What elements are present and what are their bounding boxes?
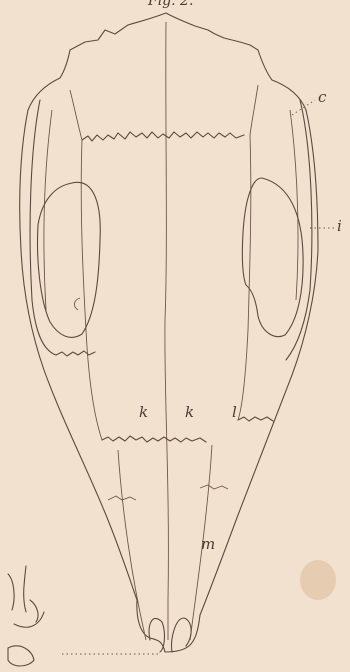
zygomatic-arch-left [30, 100, 56, 355]
zygomatic-inner-right [290, 110, 298, 300]
label-m: m [201, 537, 215, 552]
label-c: c [318, 90, 326, 105]
nasal-bone-left [118, 450, 146, 640]
orbit-right [242, 178, 303, 337]
midline-suture [165, 22, 169, 640]
label-i: i [337, 219, 342, 234]
premaxilla-suture-right [200, 485, 228, 489]
skull-outline [20, 13, 318, 652]
label-k-left: k [139, 405, 148, 420]
margin-handwriting [8, 566, 44, 666]
coronal-suture [82, 132, 244, 141]
incisor-left [149, 618, 164, 652]
label-l: l [232, 405, 237, 420]
orbit-left-notch [74, 298, 80, 310]
frontal-line-right [250, 85, 258, 135]
pointer-c [292, 100, 315, 115]
label-k-right: k [185, 405, 194, 420]
orbit-left [38, 182, 101, 337]
zygomatic-inner-left [44, 110, 52, 310]
frontal-line-left [70, 90, 82, 140]
cranial-vault-left [81, 140, 102, 440]
